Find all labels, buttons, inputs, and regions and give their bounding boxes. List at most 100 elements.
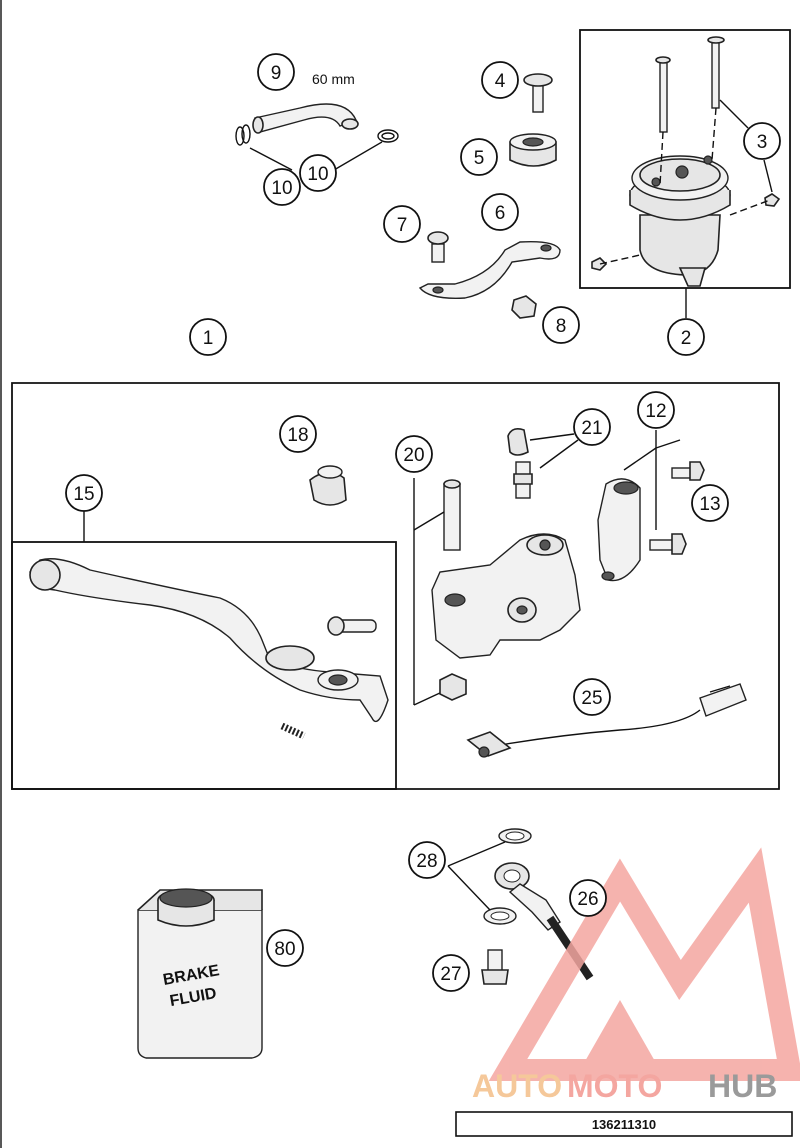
reservoir-nuts bbox=[591, 193, 781, 271]
callout-25: 25 bbox=[573, 678, 611, 716]
rubber-damper bbox=[509, 133, 557, 167]
banjo-bolt bbox=[481, 949, 509, 985]
callout-label: 27 bbox=[440, 964, 461, 985]
callout-label: 6 bbox=[495, 203, 506, 224]
callout-27: 27 bbox=[432, 954, 470, 992]
watermark-hub: HUB bbox=[708, 1068, 777, 1104]
brake-fluid-can bbox=[137, 888, 263, 1059]
reservoir-box bbox=[579, 29, 791, 289]
callout-18: 18 bbox=[279, 415, 317, 453]
callout-circle bbox=[481, 61, 519, 99]
lever-box bbox=[11, 541, 397, 790]
callout-circle bbox=[667, 318, 705, 356]
callout-label: 8 bbox=[556, 316, 567, 337]
callout-10: 10 bbox=[299, 154, 337, 192]
callout-7: 7 bbox=[383, 205, 421, 243]
callout-circle bbox=[743, 122, 781, 160]
callout-circle bbox=[65, 474, 103, 512]
callout-8: 8 bbox=[542, 306, 580, 344]
callout-20: 20 bbox=[395, 435, 433, 473]
pivot-nut bbox=[439, 673, 467, 701]
callout-label: 13 bbox=[699, 494, 720, 515]
dust-cap bbox=[309, 465, 347, 506]
callout-1: 1 bbox=[189, 318, 227, 356]
callout-label: 28 bbox=[416, 851, 437, 872]
callout-21: 21 bbox=[573, 408, 611, 446]
callout-label: 1 bbox=[203, 328, 214, 349]
reservoir-bracket bbox=[418, 240, 561, 299]
drawing-code: 136211310 bbox=[592, 1117, 656, 1132]
sealing-washers bbox=[483, 828, 532, 925]
callout-label: 4 bbox=[495, 71, 506, 92]
callout-label: 10 bbox=[271, 178, 292, 199]
callout-10: 10 bbox=[263, 168, 301, 206]
reservoir-screws bbox=[655, 36, 725, 133]
brake-light-switch-cable bbox=[466, 683, 747, 758]
callout-circle bbox=[573, 678, 611, 716]
callout-28: 28 bbox=[408, 841, 446, 879]
brake-lever bbox=[29, 558, 389, 723]
callout-circle bbox=[542, 306, 580, 344]
callout-5: 5 bbox=[460, 138, 498, 176]
callout-label: 80 bbox=[274, 939, 295, 960]
bracket-bolt bbox=[427, 231, 449, 263]
callout-label: 5 bbox=[474, 148, 485, 169]
bleeder-cap bbox=[507, 428, 529, 456]
callout-circle bbox=[569, 879, 607, 917]
master-cylinder-body bbox=[431, 533, 581, 659]
callout-circle bbox=[460, 138, 498, 176]
bracket-nut bbox=[511, 295, 537, 319]
callout-circle bbox=[691, 484, 729, 522]
reservoir-cap-bolt bbox=[523, 73, 553, 113]
bleeder-valve bbox=[513, 461, 533, 499]
handlebar-clamp bbox=[597, 478, 641, 582]
callout-label: 15 bbox=[73, 484, 94, 505]
callout-label: 20 bbox=[403, 445, 424, 466]
callout-15: 15 bbox=[65, 474, 103, 512]
pivot-sleeve bbox=[443, 479, 461, 551]
callout-9: 9 bbox=[257, 53, 295, 91]
triangle-logo-icon bbox=[488, 847, 800, 1081]
callout-label: 26 bbox=[577, 889, 598, 910]
callout-3: 3 bbox=[743, 122, 781, 160]
callout-circle bbox=[481, 193, 519, 231]
callout-label: 9 bbox=[271, 63, 282, 84]
callout-circle bbox=[189, 318, 227, 356]
callout-13: 13 bbox=[691, 484, 729, 522]
callout-label: 2 bbox=[681, 328, 692, 349]
callout-circle bbox=[263, 168, 301, 206]
callout-circle bbox=[257, 53, 295, 91]
hose-clips bbox=[235, 124, 399, 146]
callout-4: 4 bbox=[481, 61, 519, 99]
callout-6: 6 bbox=[481, 193, 519, 231]
watermark-moto: MOTO bbox=[567, 1068, 662, 1104]
callout-label: 10 bbox=[307, 164, 328, 185]
callout-12: 12 bbox=[637, 391, 675, 429]
brake-fluid-reservoir bbox=[629, 155, 731, 287]
callout-circle bbox=[383, 205, 421, 243]
adjuster-spring bbox=[280, 722, 306, 740]
callout-circle bbox=[266, 929, 304, 967]
callout-circle bbox=[432, 954, 470, 992]
callout-circle bbox=[395, 435, 433, 473]
callout-circle bbox=[637, 391, 675, 429]
callout-circle bbox=[573, 408, 611, 446]
callout-circle bbox=[279, 415, 317, 453]
callout-label: 18 bbox=[287, 425, 308, 446]
dimension-label: 60 mm bbox=[312, 71, 355, 87]
callout-circle bbox=[299, 154, 337, 192]
callout-2: 2 bbox=[667, 318, 705, 356]
drawing-code-box bbox=[455, 1111, 793, 1137]
callout-label: 12 bbox=[645, 401, 666, 422]
callout-label: 25 bbox=[581, 688, 602, 709]
callout-26: 26 bbox=[569, 879, 607, 917]
lever-pivot-pin bbox=[327, 616, 377, 636]
reservoir-hose bbox=[252, 103, 359, 134]
callout-label: 3 bbox=[757, 132, 768, 153]
watermark-auto: AUTO bbox=[472, 1068, 562, 1104]
callout-label: 7 bbox=[397, 215, 408, 236]
callout-80: 80 bbox=[266, 929, 304, 967]
callout-label: 21 bbox=[581, 418, 602, 439]
